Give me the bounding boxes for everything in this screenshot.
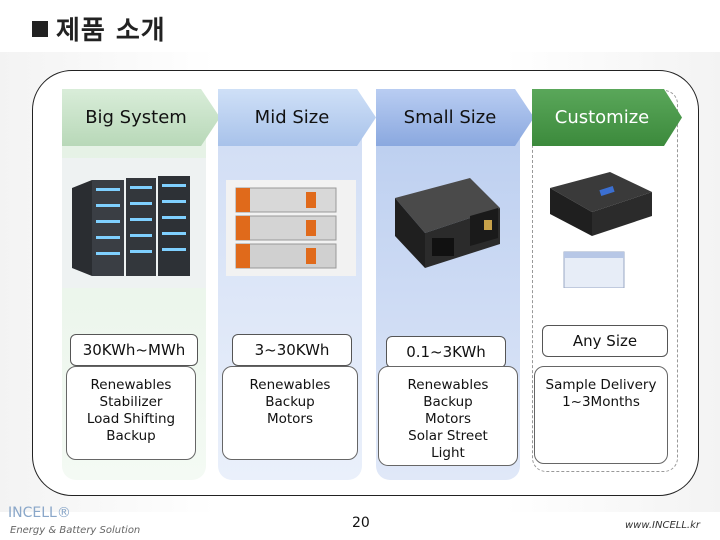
small-battery-pack-image [395, 178, 500, 268]
desc-custom: Sample Delivery 1~3Months [534, 366, 668, 464]
page-title-text: 제품 소개 [56, 16, 166, 46]
header-mid-label: Mid Size [254, 107, 330, 128]
value-custom-text: Any Size [572, 332, 638, 350]
value-custom: Any Size [542, 325, 668, 357]
page-title: 제품 소개 [32, 10, 166, 47]
value-mid: 3~30KWh [232, 334, 352, 366]
brand-tagline: Energy & Battery Solution [10, 525, 141, 536]
header-small-label: Small Size [403, 107, 497, 128]
desc-custom-line: Sample Delivery [545, 377, 657, 393]
desc-small-line: Solar Street [408, 428, 488, 444]
desc-mid: Renewables Backup Motors [222, 366, 358, 460]
desc-big-line: Renewables [90, 377, 172, 393]
desc-small-line: Renewables [407, 377, 489, 393]
desc-small-line: Motors [424, 411, 472, 427]
value-small-text: 0.1~3KWh [406, 343, 486, 361]
desc-big: Renewables Stabilizer Load Shifting Back… [66, 366, 196, 460]
desc-small: Renewables Backup Motors Solar Street Li… [378, 366, 518, 466]
server-rack-image [62, 158, 206, 288]
desc-custom-line: 1~3Months [562, 394, 640, 410]
header-mid-size: Mid Size [218, 89, 376, 146]
battery-module-stack-image [226, 180, 356, 276]
desc-big-line: Load Shifting [86, 411, 176, 427]
value-big-text: 30KWh~MWh [82, 341, 186, 359]
value-mid-text: 3~30KWh [254, 341, 330, 359]
desc-mid-line: Backup [265, 394, 315, 410]
value-big: 30KWh~MWh [70, 334, 198, 366]
desc-big-line: Stabilizer [99, 394, 163, 410]
desc-mid-line: Renewables [249, 377, 331, 393]
footer-band [0, 512, 720, 540]
header-big-label: Big System [85, 107, 187, 128]
custom-battery-images [550, 172, 652, 288]
value-small: 0.1~3KWh [386, 336, 506, 368]
desc-big-line: Backup [106, 428, 156, 444]
header-customize: Customize [532, 89, 682, 146]
header-small-size: Small Size [376, 89, 534, 146]
title-band [0, 0, 720, 50]
page-number: 20 [352, 515, 370, 531]
desc-small-line: Light [431, 445, 465, 461]
header-custom-label: Customize [554, 107, 650, 128]
brand-logo: INCELL® [8, 505, 71, 521]
website-url: www.INCELL.kr [624, 520, 700, 531]
desc-mid-line: Motors [266, 411, 314, 427]
bullet-square-icon [32, 21, 48, 37]
header-big-system: Big System [62, 89, 220, 146]
desc-small-line: Backup [423, 394, 473, 410]
